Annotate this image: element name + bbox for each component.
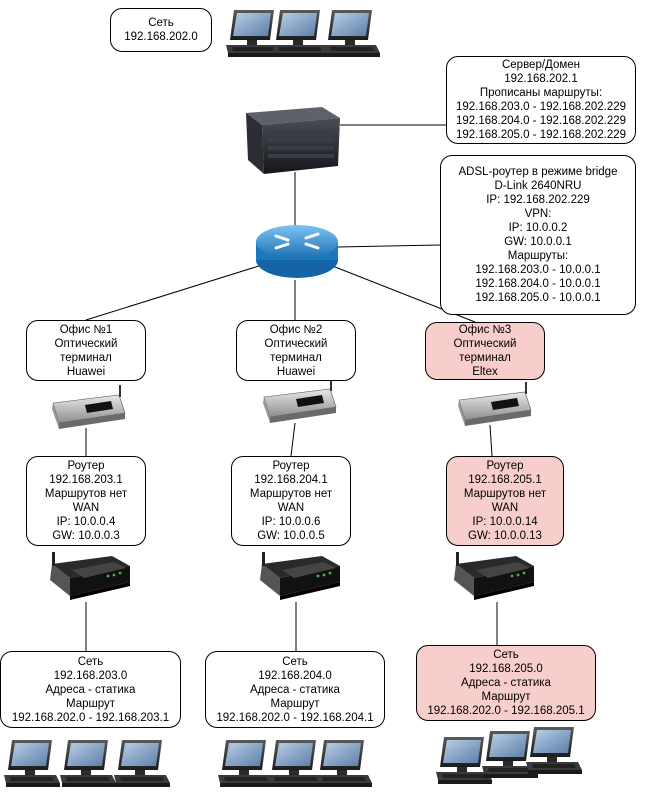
- text-line: WAN: [491, 502, 519, 514]
- text-line: IP: 10.0.0.2: [508, 222, 568, 234]
- text-line: Сеть: [493, 649, 519, 661]
- text-line: Маршрутов нет: [44, 488, 128, 500]
- line-ont3-to-router3: [489, 424, 493, 457]
- text-line: Eltex: [472, 366, 498, 378]
- text-line: Маршрут: [481, 691, 531, 703]
- text-line: Прописаны маршруты:: [479, 87, 603, 99]
- net2-computer-icon-1: [218, 740, 274, 787]
- text-line: 192.168.204.0: [258, 669, 332, 682]
- text-line: Офис №1: [59, 323, 113, 336]
- net3-computer-icon-1: [436, 737, 492, 784]
- text-line: 192.168.204.0 - 192.168.202.229: [455, 115, 627, 127]
- text-line: 192.168.203.1: [49, 474, 123, 486]
- text-line: Маршрут: [65, 697, 115, 710]
- net1-computer-icon-3: [114, 740, 170, 787]
- text-line: Сеть: [148, 17, 174, 29]
- text-line: IP: 10.0.0.6: [261, 516, 321, 528]
- text-line: Роутер: [67, 460, 105, 472]
- text-line: 192.168.204.1: [254, 474, 328, 486]
- text-line: GW: 10.0.0.3: [52, 530, 120, 542]
- text-line: Адреса - статика: [461, 677, 551, 689]
- text-line: Маршрутов нет: [463, 488, 547, 500]
- line-router-to-office1: [85, 264, 263, 321]
- optical-terminal-icon-2: [262, 378, 337, 424]
- text-line: 192.168.202.0 - 192.168.203.1: [11, 711, 170, 724]
- optical-terminal-icon-3: [457, 381, 532, 427]
- text-line: GW: 10.0.0.5: [257, 530, 325, 542]
- net2-computer-icon-2: [268, 740, 324, 787]
- text-line: IP: 10.0.0.4: [56, 516, 116, 528]
- text-line: Маршруты:: [507, 250, 569, 262]
- text-line: Huawei: [276, 365, 316, 378]
- text-line: Оптический: [264, 337, 328, 350]
- top-network-box: Сеть 192.168.202.0: [110, 8, 212, 52]
- text-line: IP: 192.168.202.229: [486, 194, 590, 206]
- text-line: 192.168.205.0 - 192.168.202.229: [455, 129, 627, 141]
- text-line: GW: 10.0.0.13: [468, 530, 542, 542]
- wireless-router-icon-3: [454, 552, 534, 600]
- text-line: 192.168.202.0: [124, 31, 198, 43]
- text-line: Адреса - статика: [45, 683, 136, 696]
- text-line: WAN: [72, 502, 100, 514]
- text-line: WAN: [277, 502, 305, 514]
- wireless-router-icon-2: [260, 552, 340, 600]
- text-line: Роутер: [272, 460, 310, 472]
- text-line: 192.168.205.0: [469, 663, 543, 675]
- text-line: Huawei: [66, 365, 106, 378]
- line-router-to-adsl-note: [337, 244, 441, 248]
- text-line: терминал: [270, 351, 322, 364]
- text-line: 192.168.204.0 - 10.0.0.1: [475, 278, 601, 290]
- text-line: терминал: [459, 352, 511, 364]
- server-icon: [246, 107, 340, 174]
- text-line: 192.168.205.1: [468, 474, 542, 486]
- line-ont2-to-router2: [290, 422, 296, 457]
- text-line: терминал: [60, 351, 112, 364]
- text-line: Офис №3: [458, 324, 512, 336]
- router-icon: [256, 225, 338, 278]
- text-line: Оптический: [453, 338, 517, 350]
- text-line: VPN:: [524, 208, 552, 220]
- text-line: 192.168.203.0 - 192.168.202.229: [455, 101, 627, 113]
- text-line: Сеть: [282, 655, 308, 668]
- text-line: 192.168.202.0 - 192.168.205.1: [427, 705, 585, 717]
- text-line: Сеть: [77, 655, 104, 668]
- text-line: Роутер: [486, 460, 524, 472]
- top-computer-icon-3: [324, 10, 380, 57]
- text-line: GW: 10.0.0.1: [504, 236, 572, 248]
- text-line: Адреса - статика: [250, 683, 340, 696]
- text-line: D-Link 2640NRU: [494, 180, 582, 192]
- text-line: IP: 10.0.0.14: [472, 516, 538, 528]
- text-line: Офис №2: [269, 323, 323, 336]
- text-line: 192.168.202.0 - 192.168.204.1: [216, 711, 374, 724]
- text-line: 192.168.205.0 - 10.0.0.1: [475, 292, 601, 304]
- text-line: Сервер/Домен: [501, 59, 580, 71]
- wireless-router-icon-1: [50, 552, 130, 600]
- text-line: ADSL-роутер в режиме bridge: [458, 166, 618, 178]
- top-computer-icon-2: [272, 10, 328, 57]
- text-line: 192.168.203.0 - 10.0.0.1: [475, 264, 601, 276]
- net1-computer-icon-2: [60, 740, 116, 787]
- net1-computer-icon-1: [4, 740, 60, 787]
- net3-computer-icon-3: [526, 727, 582, 774]
- text-line: 192.168.203.0: [53, 669, 128, 682]
- optical-terminal-icon-1: [51, 384, 126, 430]
- net2-computer-icon-3: [316, 740, 372, 787]
- text-line: Маршрутов нет: [249, 488, 333, 500]
- text-line: Оптический: [54, 337, 118, 350]
- text-line: 192.168.202.1: [504, 73, 578, 85]
- text-line: Маршрут: [270, 697, 320, 710]
